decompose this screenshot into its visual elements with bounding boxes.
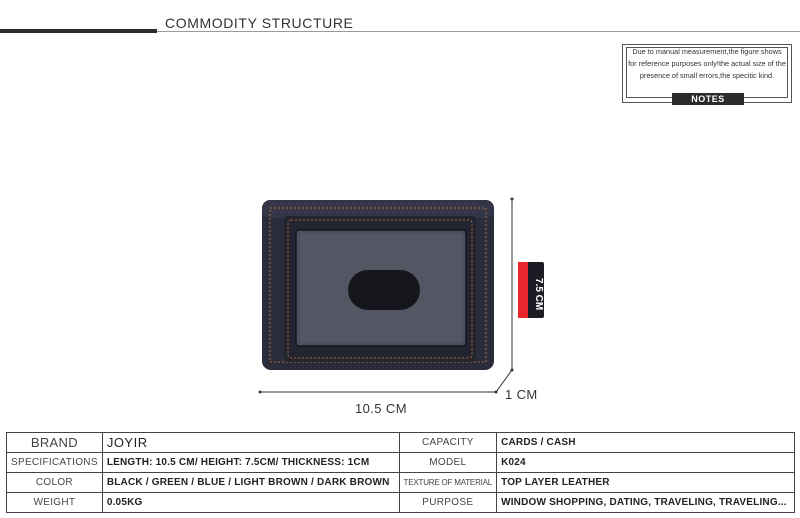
notes-text: Due to manual measurement,the figure sho…: [628, 47, 786, 80]
height-dimension-start: [510, 197, 514, 201]
wallet-inner-stitching: [287, 219, 473, 359]
spec-table: BRAND JOYIR CAPACITY CARDS / CASH SPECIF…: [6, 432, 795, 513]
wallet-top-flap: [262, 200, 494, 218]
material-value: TOP LAYER LEATHER: [496, 472, 795, 493]
table-row: WEIGHT 0.05KG PURPOSE WINDOW SHOPPING, D…: [6, 492, 795, 513]
measure-tag-text: 7.5 CM: [533, 278, 544, 310]
table-row: SPECIFICATIONS LENGTH: 10.5 CM/ HEIGHT: …: [6, 452, 795, 473]
specifications-label: SPECIFICATIONS: [6, 452, 103, 473]
model-value: K024: [496, 452, 795, 473]
wallet-illustration: 7.5 CM: [258, 197, 544, 394]
measure-tag-red-strip: [518, 262, 528, 318]
header-divider: [157, 31, 800, 32]
weight-label: WEIGHT: [6, 492, 103, 513]
purpose-value: WINDOW SHOPPING, DATING, TRAVELING, TRAV…: [496, 492, 795, 513]
brand-value: JOYIR: [101, 432, 400, 453]
color-value: BLACK / GREEN / BLUE / LIGHT BROWN / DAR…: [101, 472, 400, 493]
model-label: MODEL: [398, 452, 498, 473]
color-label: COLOR: [6, 472, 103, 493]
page-title: COMMODITY STRUCTURE: [165, 15, 354, 31]
length-dimension-start: [258, 390, 262, 394]
wallet-outer-stitching: [269, 207, 487, 363]
length-dimension-label: 10.5 CM: [355, 401, 407, 416]
thickness-dimension-line: [495, 369, 513, 393]
thickness-dimension-label: 1 CM: [505, 387, 538, 402]
capacity-label: CAPACITY: [398, 432, 498, 453]
specifications-value: LENGTH: 10.5 CM/ HEIGHT: 7.5CM/ THICKNES…: [101, 452, 400, 473]
material-label: TEXTURE OF MATERIAL: [398, 472, 498, 493]
purpose-label: PURPOSE: [398, 492, 498, 513]
weight-value: 0.05KG: [101, 492, 400, 513]
header-accent-bar: [0, 29, 157, 33]
table-row: COLOR BLACK / GREEN / BLUE / LIGHT BROWN…: [6, 472, 795, 493]
capacity-value: CARDS / CASH: [496, 432, 795, 453]
thumb-slot: [348, 270, 420, 310]
brand-label: BRAND: [6, 432, 103, 453]
notes-label: NOTES: [672, 93, 744, 105]
table-row: BRAND JOYIR CAPACITY CARDS / CASH: [6, 432, 795, 453]
